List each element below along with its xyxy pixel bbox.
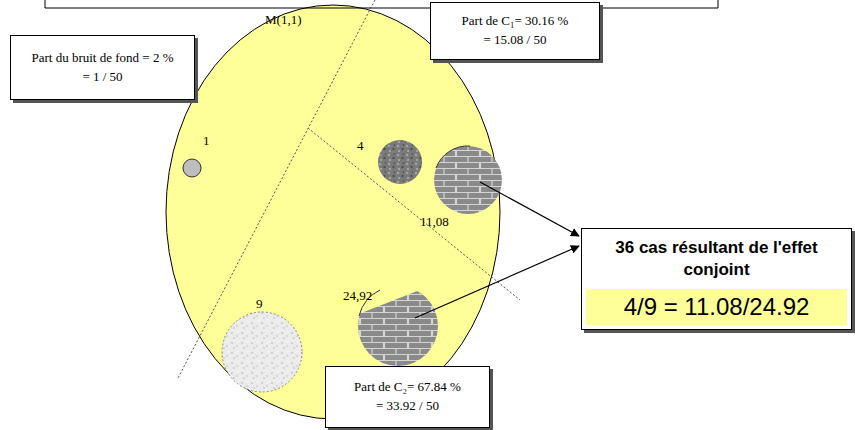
count-label: 24,92 — [343, 288, 372, 304]
joint-part — [434, 146, 502, 214]
share-text: Part de C₁= 30.16 % — [462, 12, 569, 31]
ratio-text: 4/9 = 11.08/24.92 — [624, 293, 810, 320]
noise-dot — [183, 159, 201, 177]
arrow — [480, 182, 579, 236]
circle-outline — [165, 4, 501, 420]
cut-frame — [45, 0, 718, 8]
c2-circle — [222, 312, 302, 392]
share-text: Part de C₂= 67.84 % — [354, 378, 461, 397]
share-box: Part de C₂= 67.84 %= 33.92 / 50 — [325, 366, 490, 428]
count-label: 4 — [357, 138, 364, 154]
share-box: Part du bruit de fond = 2 %= 1 / 50 — [10, 35, 195, 100]
ratio-band: 4/9 = 11.08/24.92 — [586, 289, 847, 325]
result-heading: 36 cas résultant de l'effet conjoint — [586, 237, 847, 289]
arrow — [415, 246, 579, 318]
count-label: 11,08 — [420, 214, 449, 230]
count-label: 9 — [256, 296, 263, 312]
count-label: 1 — [203, 133, 210, 149]
share-text: = 1 / 50 — [82, 68, 122, 87]
result-box: 36 cas résultant de l'effet conjoint 4/9 … — [581, 228, 852, 330]
c1-circle — [378, 140, 422, 184]
share-text: Part du bruit de fond = 2 % — [31, 49, 173, 68]
share-box: Part de C₁= 30.16 %= 15.08 / 50 — [430, 2, 600, 60]
divider-line — [308, 128, 520, 300]
share-text: = 33.92 / 50 — [376, 397, 439, 416]
universe-circle: M(1,1) — [165, 4, 501, 420]
joint-arc — [436, 146, 470, 168]
circle-label: M(1,1) — [265, 12, 301, 28]
share-text: = 15.08 / 50 — [484, 31, 547, 50]
